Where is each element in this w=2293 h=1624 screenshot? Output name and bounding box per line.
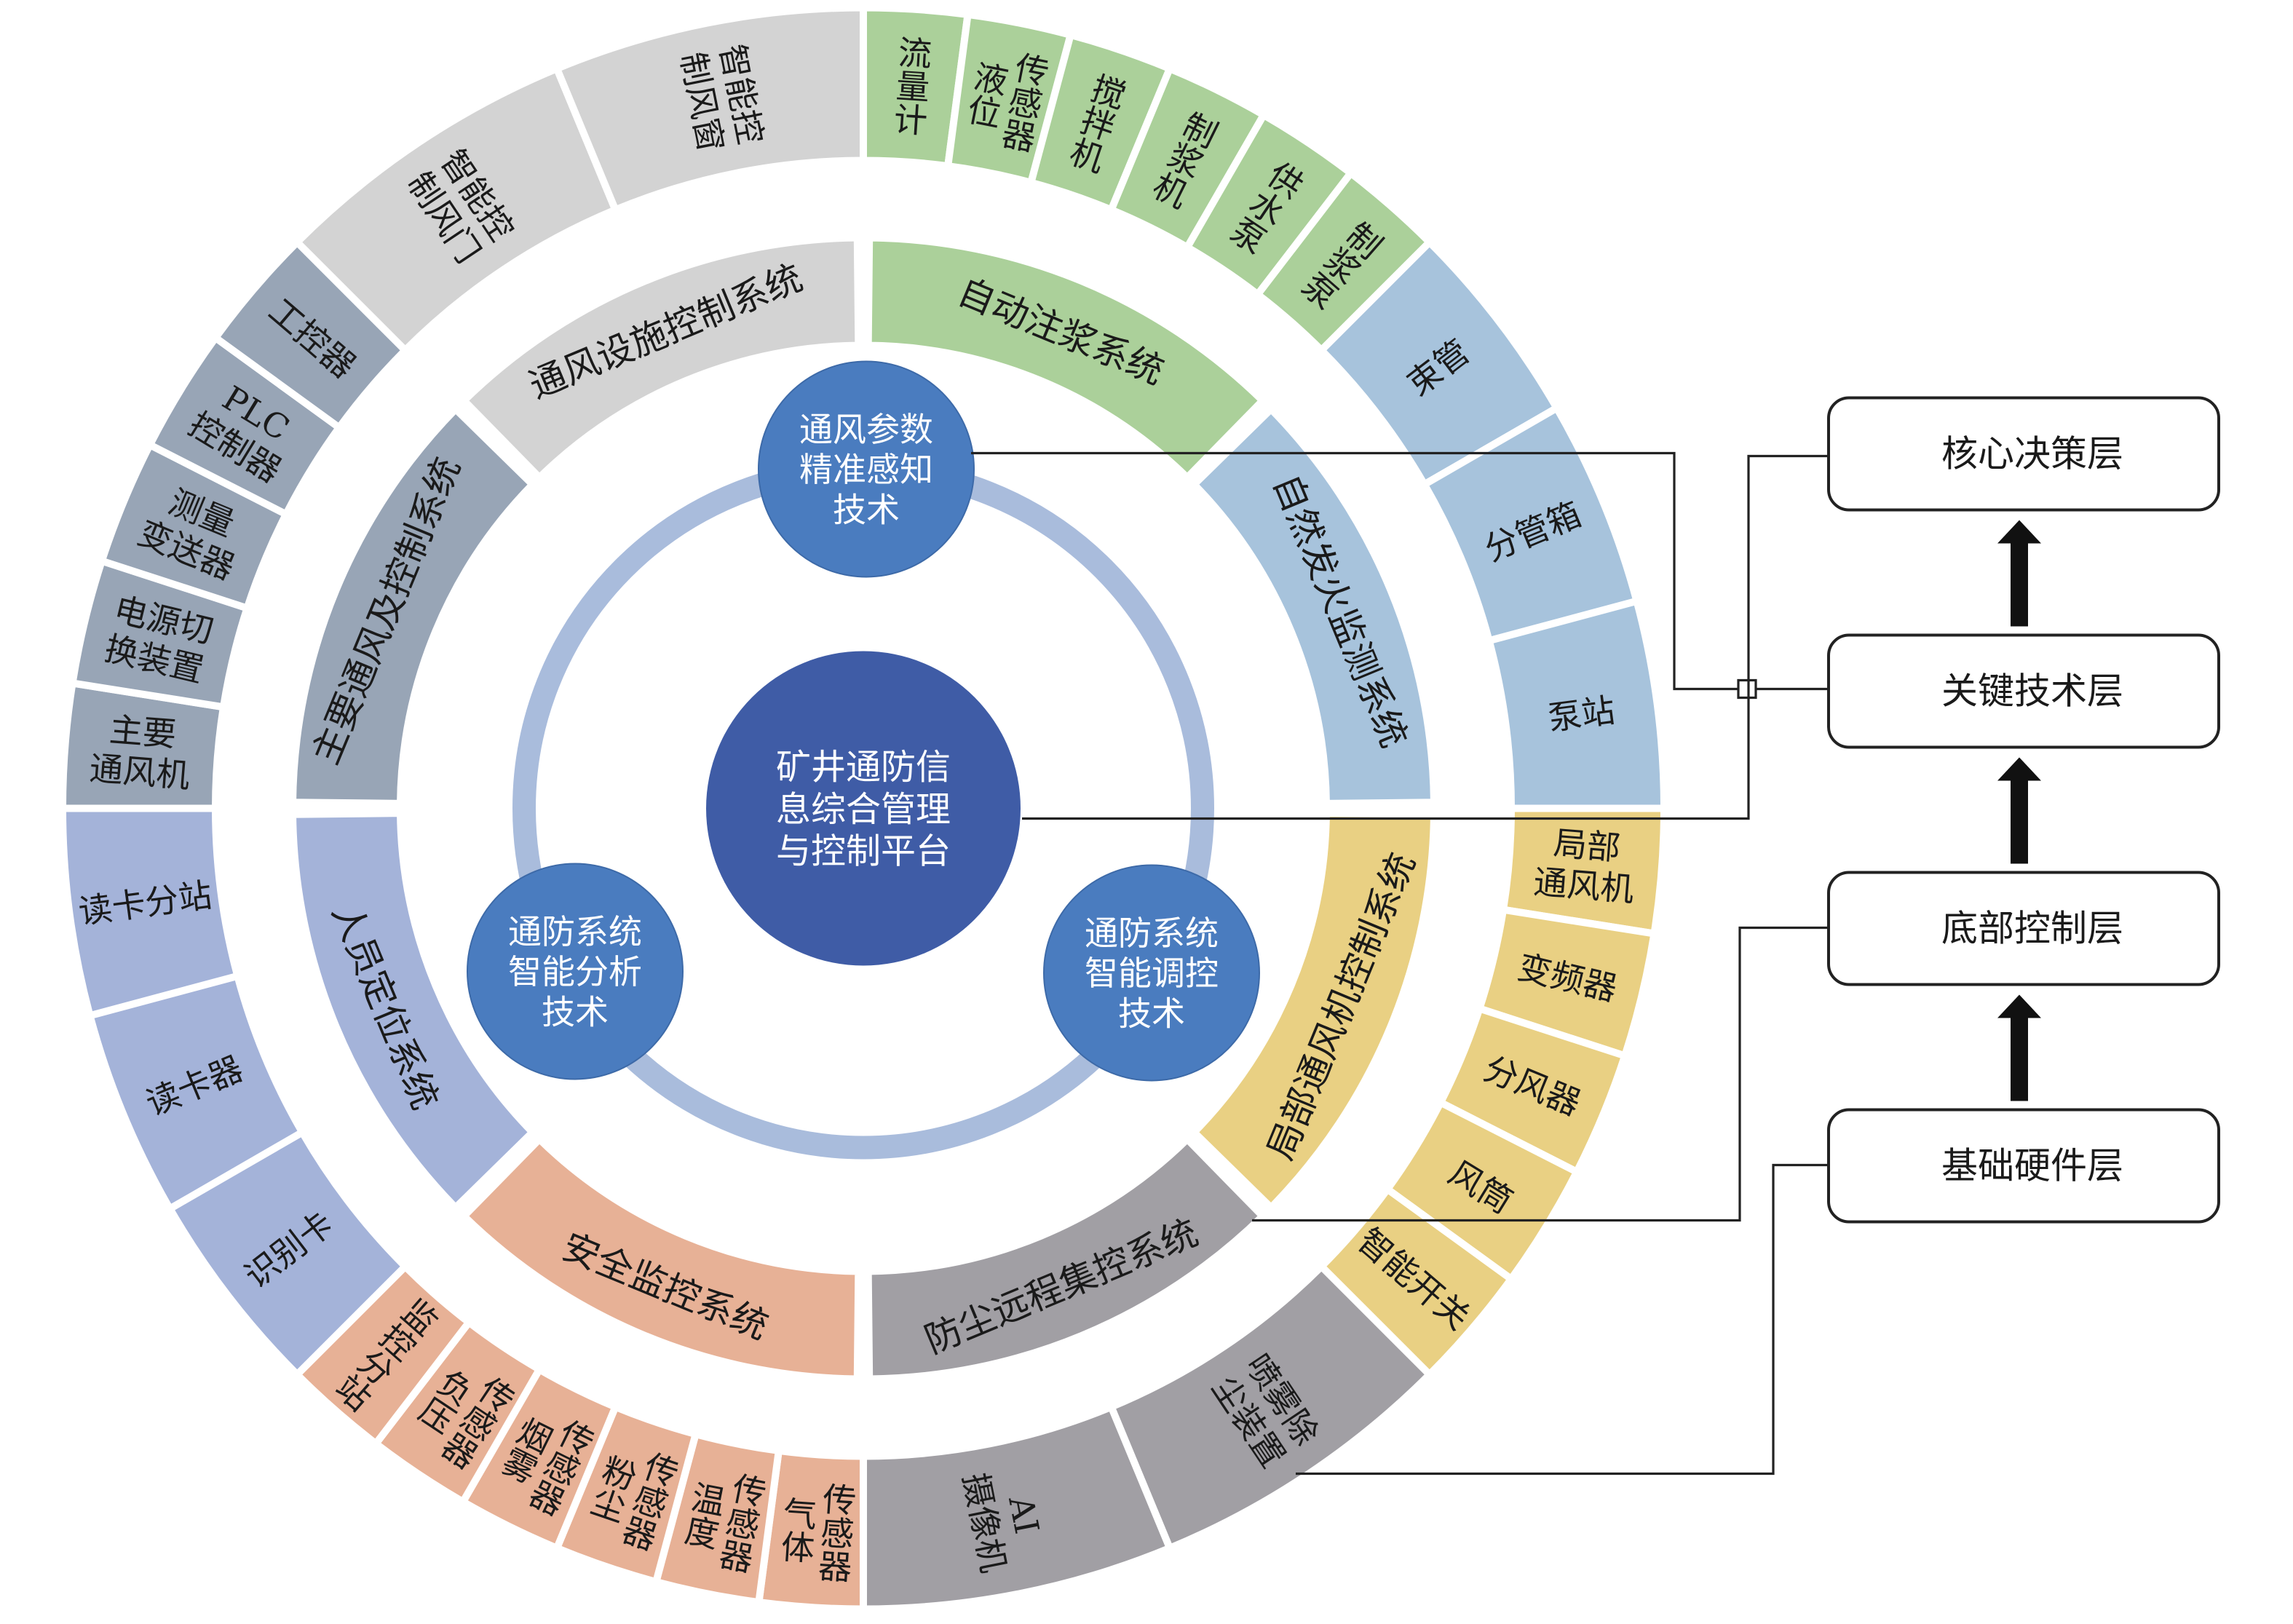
layer-box-frame [1827, 871, 2220, 986]
label-line: 智能分析 [508, 952, 642, 991]
system-segment[interactable] [459, 1133, 863, 1383]
device-label: 局部通风机 [1532, 823, 1636, 909]
label-line: 技术 [542, 992, 609, 1031]
layer-label: 基础硬件层 [1941, 1145, 2123, 1187]
arrow-up-icon [1997, 520, 2041, 627]
tech-circle[interactable] [758, 360, 975, 578]
system-group: 自动注浆系统流量计液位传感器搅拌机制浆机供水泵制浆泵 [860, 4, 1435, 483]
layer-box[interactable]: 底部控制层 [1827, 871, 2220, 986]
label-line: 流量计 [888, 34, 934, 137]
device-label: 泵站 [1545, 690, 1617, 738]
layer-box[interactable]: 基础硬件层 [1827, 1108, 2220, 1224]
system-segment[interactable] [1189, 809, 1438, 1213]
system-segment[interactable] [288, 403, 538, 807]
line-bridge [1737, 678, 1757, 700]
label-line: 通风机 [88, 748, 191, 796]
connector-line [1022, 454, 1829, 820]
device-segment[interactable] [552, 4, 867, 215]
connector-line [971, 451, 1829, 691]
label-line: 传感器 [812, 1481, 858, 1583]
layer-box-frame [1827, 396, 2220, 512]
connector-line [1252, 926, 1829, 1222]
label-line: 精准感知 [799, 450, 933, 489]
label-line: AI [1001, 1492, 1047, 1537]
platform-circle[interactable] [706, 651, 1021, 966]
layer-box-frame [1827, 1108, 2220, 1224]
layer-connectors [971, 451, 1829, 1476]
label-line: 主要 [108, 710, 178, 754]
system-segment[interactable] [864, 1133, 1268, 1383]
arrow-up-icon [1997, 994, 2041, 1101]
layer-label: 底部控制层 [1941, 908, 2123, 950]
label-line: 与控制平台 [776, 831, 951, 871]
layer-label: 核心决策层 [1941, 433, 2123, 475]
label-line: 技术 [1118, 994, 1185, 1033]
label-line: 技术 [833, 490, 900, 529]
tech-circle[interactable] [1043, 864, 1260, 1082]
label-line: 通风参数 [799, 410, 933, 449]
layer-label: 关键技术层 [1941, 670, 2123, 713]
layer-box-frame [1827, 633, 2220, 749]
layer-box[interactable]: 核心决策层 [1827, 396, 2220, 512]
label-line: 通防系统 [1085, 914, 1219, 953]
arrow-up-icon [1997, 757, 2041, 864]
system-segment[interactable] [288, 809, 538, 1213]
system-segment[interactable] [1189, 403, 1438, 807]
core-platform: 矿井通防信息综合管理与控制平台通风参数精准感知技术通防系统智能分析技术通防系统智… [467, 360, 1260, 1160]
label-line: 智能调控 [1085, 954, 1219, 993]
system-segment[interactable] [864, 234, 1268, 483]
label-line: 矿井通防信 [776, 747, 951, 788]
tech-circle[interactable] [467, 863, 684, 1080]
device-label: 流量计 [888, 34, 934, 137]
system-segment[interactable] [459, 234, 863, 483]
label-line: 息综合管理 [776, 789, 951, 830]
label-line: 气体 [775, 1495, 819, 1564]
label-line: 通风机 [1532, 862, 1636, 909]
label-line: 泵站 [1545, 690, 1617, 738]
label-line: 通防系统 [508, 912, 642, 951]
connector-line [1296, 1163, 1829, 1476]
system-rings: 自动注浆系统流量计液位传感器搅拌机制浆机供水泵制浆泵自然发火监测系统束管分管箱泵… [58, 4, 1668, 1613]
label-line: 局部 [1552, 823, 1622, 868]
layer-box[interactable]: 关键技术层 [1827, 633, 2220, 749]
